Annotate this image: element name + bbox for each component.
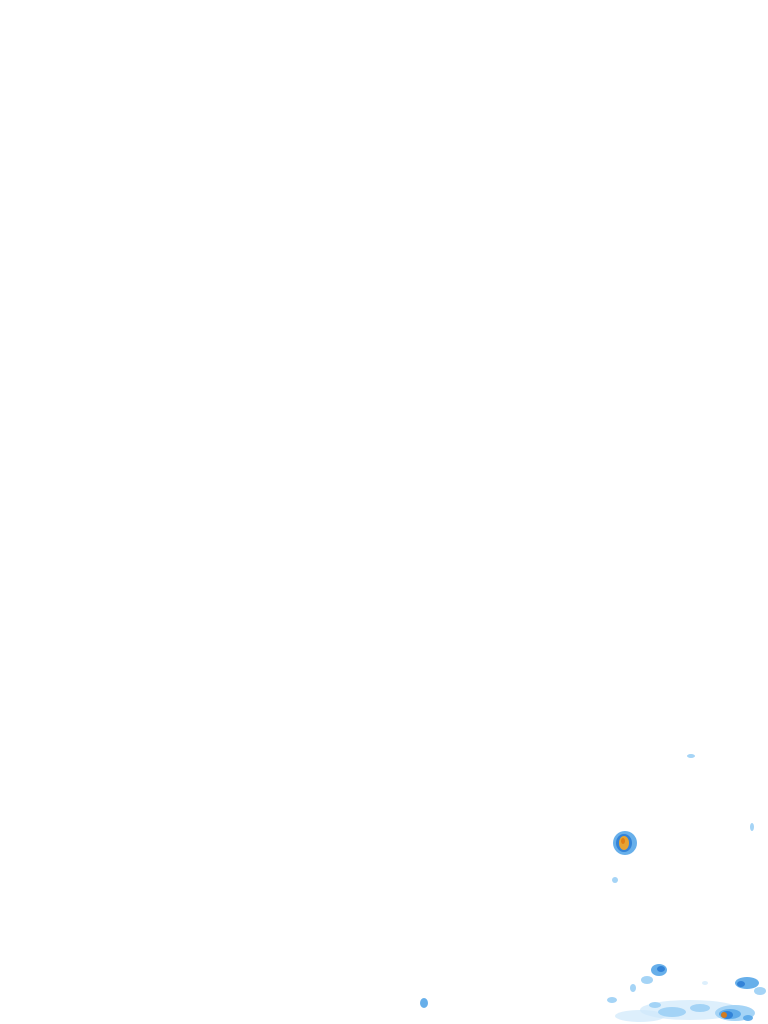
radar-cell-band-east <box>735 977 766 995</box>
radar-cell-band-core <box>715 1005 755 1021</box>
radar-echo-small-south <box>612 877 618 883</box>
radar-echo-isolated-east <box>750 823 754 831</box>
radar-cell-storm <box>613 831 637 855</box>
radar-cell-band-west <box>641 964 667 984</box>
radar-echo-isolated-north <box>687 754 695 758</box>
radar-echo-small-west <box>420 998 428 1008</box>
radar-band-scatter <box>607 981 740 1022</box>
